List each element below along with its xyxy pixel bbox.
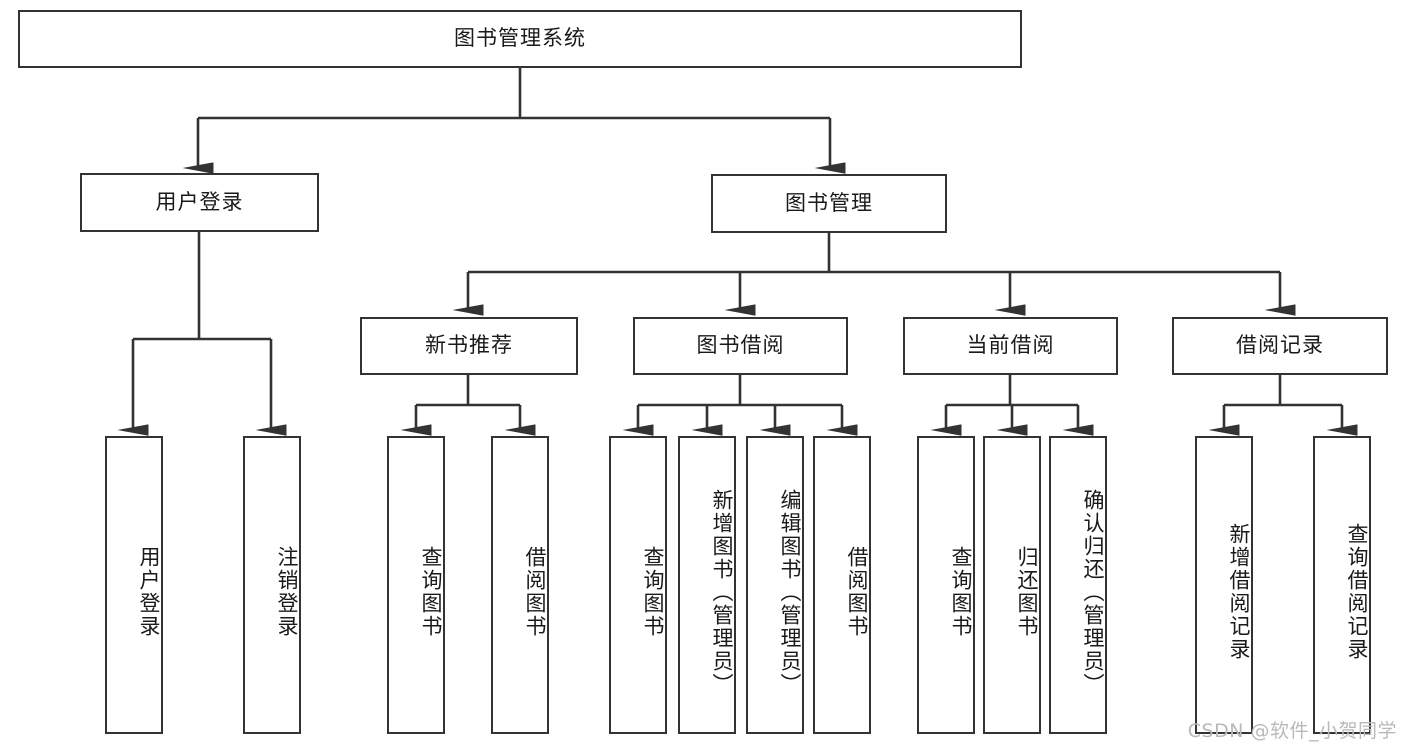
leaf-user-login[interactable]: 用户登录 [105,436,163,734]
node-label: 新增图书（管理员） [710,488,734,696]
node-label: 图书管理系统 [454,26,586,51]
node-label: 查询图书 [641,546,665,638]
leaf-return-book[interactable]: 归还图书 [983,436,1041,734]
node-book-management-system[interactable]: 图书管理系统 [18,10,1022,68]
leaf-query-borrow-record[interactable]: 查询借阅记录 [1313,436,1371,734]
leaf-logout[interactable]: 注销登录 [243,436,301,734]
node-book-management[interactable]: 图书管理 [711,174,947,233]
leaf-borrow-book-newbook[interactable]: 借阅图书 [491,436,549,734]
node-label: 当前借阅 [966,333,1055,358]
leaf-confirm-return-admin[interactable]: 确认归还（管理员） [1049,436,1107,734]
leaf-add-book-admin[interactable]: 新增图书（管理员） [678,436,736,734]
leaf-borrow-book[interactable]: 借阅图书 [813,436,871,734]
node-label: 归还图书 [1015,546,1039,638]
leaf-query-book-newbook[interactable]: 查询图书 [387,436,445,734]
node-label: 查询图书 [949,546,973,638]
leaf-query-book-current[interactable]: 查询图书 [917,436,975,734]
node-label: 查询借阅记录 [1345,523,1369,661]
node-label: 借阅记录 [1236,333,1324,358]
node-borrow-record[interactable]: 借阅记录 [1172,317,1388,375]
node-label: 图书管理 [785,190,873,215]
leaf-query-book-borrow[interactable]: 查询图书 [609,436,667,734]
node-label: 新增借阅记录 [1227,523,1251,661]
leaf-add-borrow-record[interactable]: 新增借阅记录 [1195,436,1253,734]
node-label: 编辑图书（管理员） [778,488,802,696]
node-label: 图书借阅 [696,333,785,358]
node-label: 查询图书 [419,546,443,638]
node-new-book-recommend[interactable]: 新书推荐 [360,317,578,375]
node-label: 确认归还（管理员） [1081,488,1105,696]
node-label: 用户登录 [137,546,161,638]
node-current-borrow[interactable]: 当前借阅 [903,317,1118,375]
leaf-edit-book-admin[interactable]: 编辑图书（管理员） [746,436,804,734]
node-label: 新书推荐 [425,333,513,358]
node-user-login[interactable]: 用户登录 [80,173,319,232]
node-label: 注销登录 [275,546,299,638]
node-book-borrow[interactable]: 图书借阅 [633,317,848,375]
node-label: 用户登录 [155,189,244,214]
csdn-watermark: CSDN @软件_小贺同学 [1187,720,1397,742]
node-label: 借阅图书 [523,546,547,638]
node-label: 借阅图书 [845,546,869,638]
